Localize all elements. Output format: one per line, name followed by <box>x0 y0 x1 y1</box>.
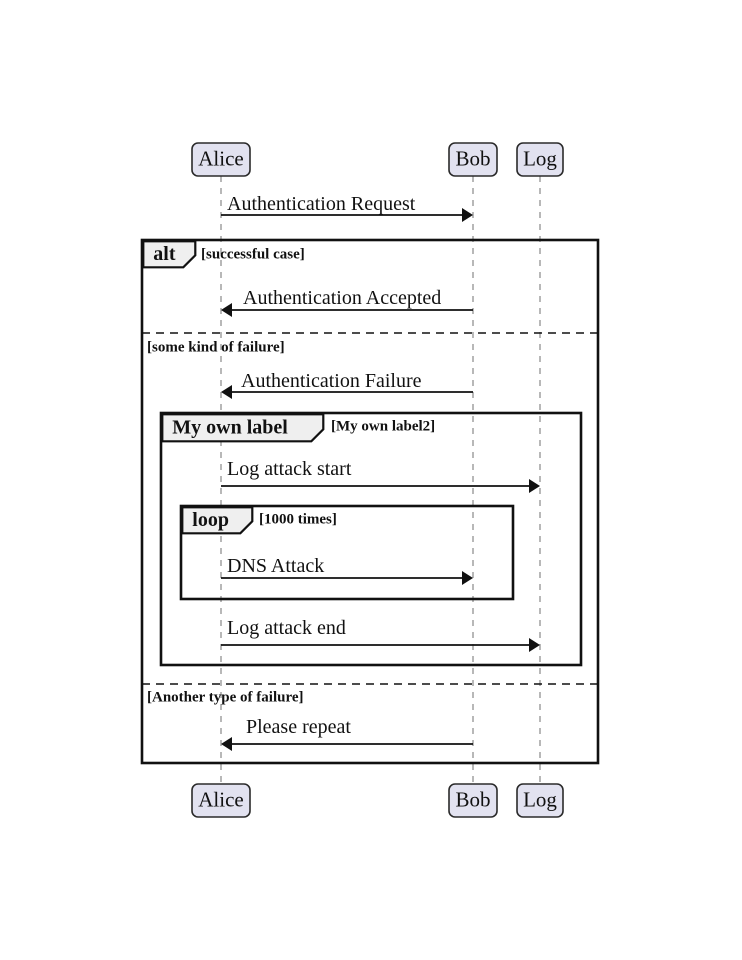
message-m6[interactable]: Log attack end <box>221 617 540 652</box>
message-m1-arrowhead <box>462 208 473 222</box>
participant-log-bottom-box <box>516 783 564 818</box>
participant-log-bottom[interactable]: Log <box>516 783 564 818</box>
participant-alice-top-box <box>191 142 251 177</box>
participant-bob-bottom-label: Bob <box>455 787 490 811</box>
message-m4-label: Log attack start <box>227 458 352 480</box>
frag-my-own-label-guard-label: [My own label2] <box>331 418 435 434</box>
message-m7-label: Please repeat <box>246 716 351 738</box>
lifelines-layer <box>220 176 541 784</box>
message-m3[interactable]: Authentication Failure <box>221 370 473 399</box>
message-m3-label: Authentication Failure <box>241 370 422 392</box>
fragments-layer: [some kind of failure] [Another type of f… <box>140 238 600 765</box>
frag-loop-operator-label: loop <box>192 509 229 531</box>
participant-bob-bottom-box <box>448 783 498 818</box>
participant-log-bottom-label: Log <box>523 787 557 811</box>
frag-loop-guard-label: [1000 times] <box>259 511 337 527</box>
participant-bob-top[interactable]: Bob <box>448 142 498 177</box>
participant-log-top-label: Log <box>523 146 557 170</box>
frag-my-own-label-operator-label: My own label <box>172 416 288 438</box>
message-m5-arrowhead <box>462 571 473 585</box>
message-m6-label: Log attack end <box>227 617 346 639</box>
participant-alice-bottom-box <box>191 783 251 818</box>
participant-log-top-box <box>516 142 564 177</box>
message-m3-arrowhead <box>221 385 232 399</box>
message-m5[interactable]: DNS Attack <box>221 555 473 585</box>
message-m7-arrowhead <box>221 737 232 751</box>
participant-alice-bottom-label: Alice <box>198 787 243 811</box>
participant-bob-top-label: Bob <box>455 146 490 170</box>
participant-alice-bottom[interactable]: Alice <box>191 783 251 818</box>
message-m5-label: DNS Attack <box>227 555 324 577</box>
frag-alt-divider-2-guard: [Another type of failure] <box>147 689 304 705</box>
message-m4[interactable]: Log attack start <box>221 458 540 493</box>
participant-bob-bottom[interactable]: Bob <box>448 783 498 818</box>
message-m2[interactable]: Authentication Accepted <box>221 287 473 317</box>
frag-alt-operator-tab <box>142 240 197 269</box>
message-m1[interactable]: Authentication Request <box>221 193 473 222</box>
participant-alice-top-label: Alice <box>198 146 243 170</box>
message-m2-label: Authentication Accepted <box>243 287 441 309</box>
frag-alt-divider-1-guard: [some kind of failure] <box>147 339 285 355</box>
frag-loop[interactable]: loop [1000 times] <box>179 504 515 601</box>
frag-alt[interactable]: [some kind of failure] [Another type of f… <box>140 238 600 765</box>
frag-alt-operator-label: alt <box>153 243 176 265</box>
frag-my-own-label-operator-tab <box>161 413 325 443</box>
participant-bob-top-box <box>448 142 498 177</box>
message-m1-label: Authentication Request <box>227 193 416 215</box>
frag-alt-guard-label: [successful case] <box>201 246 305 262</box>
message-m7[interactable]: Please repeat <box>221 716 473 751</box>
message-m4-arrowhead <box>529 479 540 493</box>
message-m2-arrowhead <box>221 303 232 317</box>
frag-my-own-label-border <box>159 411 583 667</box>
frag-my-own-label[interactable]: My own label [My own label2] <box>159 411 583 667</box>
participant-log-top[interactable]: Log <box>516 142 564 177</box>
frag-loop-operator-tab <box>181 506 254 535</box>
message-m6-arrowhead <box>529 638 540 652</box>
frag-alt-border <box>140 238 600 765</box>
frag-loop-border <box>179 504 515 601</box>
participant-alice-top[interactable]: Alice <box>191 142 251 177</box>
